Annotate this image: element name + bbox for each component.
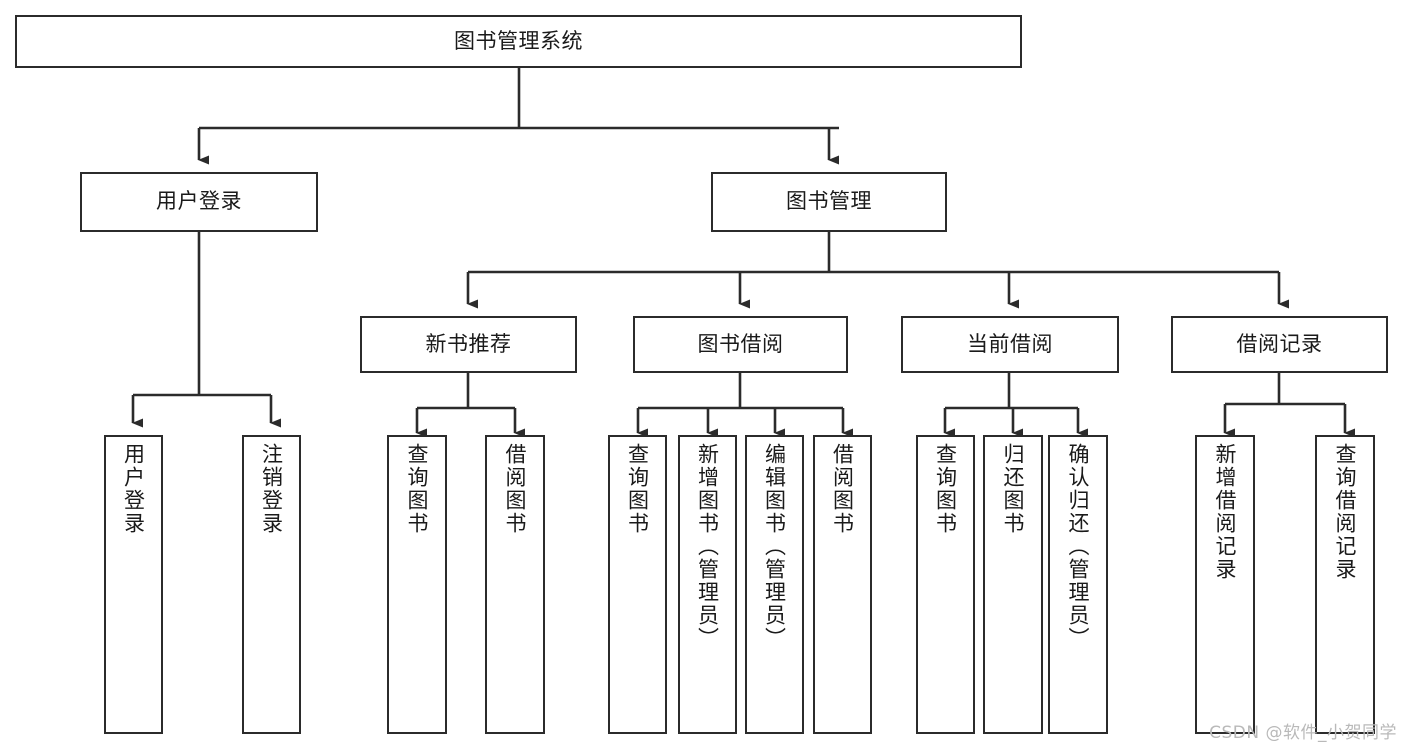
node-current-borrow[interactable]: 当前借阅: [901, 316, 1119, 373]
leaf-borrow-book-newbook[interactable]: 借阅图书: [485, 435, 545, 734]
leaf-query-book-borrow-label: 查询图书: [625, 443, 650, 535]
leaf-user-login[interactable]: 用户登录: [104, 435, 163, 734]
leaf-confirm-return-admin[interactable]: 确认归还（管理员）: [1048, 435, 1108, 734]
leaf-add-borrow-record-label: 新增借阅记录: [1213, 443, 1238, 581]
leaf-query-book-newbook-label: 查询图书: [405, 443, 430, 535]
leaf-confirm-return-admin-label: 确认归还（管理员）: [1066, 443, 1091, 650]
node-borrow-records-label: 借阅记录: [1236, 331, 1323, 356]
node-book-management[interactable]: 图书管理: [711, 172, 947, 232]
leaf-query-book-current-label: 查询图书: [933, 443, 958, 535]
node-user-login[interactable]: 用户登录: [80, 172, 318, 232]
leaf-logout-label: 注销登录: [259, 443, 284, 535]
node-book-borrow-label: 图书借阅: [697, 331, 784, 356]
node-new-book-recommend-label: 新书推荐: [425, 331, 512, 356]
node-book-borrow[interactable]: 图书借阅: [633, 316, 848, 373]
node-current-borrow-label: 当前借阅: [967, 331, 1053, 356]
node-root[interactable]: 图书管理系统: [15, 15, 1022, 68]
node-borrow-records[interactable]: 借阅记录: [1171, 316, 1388, 373]
leaf-query-borrow-record-label: 查询借阅记录: [1333, 443, 1358, 581]
leaf-return-book-label: 归还图书: [1001, 443, 1026, 535]
leaf-borrow-book-borrow[interactable]: 借阅图书: [813, 435, 872, 734]
leaf-return-book[interactable]: 归还图书: [983, 435, 1043, 734]
leaf-add-book-admin-label: 新增图书（管理员）: [695, 443, 720, 650]
node-root-label: 图书管理系统: [454, 28, 583, 53]
leaf-borrow-book-borrow-label: 借阅图书: [830, 443, 855, 535]
leaf-logout[interactable]: 注销登录: [242, 435, 301, 734]
leaf-query-book-current[interactable]: 查询图书: [916, 435, 975, 734]
csdn-watermark: CSDN @软件_小贺同学: [1209, 723, 1397, 743]
leaf-add-borrow-record[interactable]: 新增借阅记录: [1195, 435, 1255, 734]
leaf-query-book-borrow[interactable]: 查询图书: [608, 435, 667, 734]
node-user-login-label: 用户登录: [156, 189, 242, 214]
leaf-borrow-book-newbook-label: 借阅图书: [503, 443, 528, 535]
node-book-management-label: 图书管理: [786, 189, 872, 214]
leaf-user-login-label: 用户登录: [121, 443, 146, 535]
leaf-add-book-admin[interactable]: 新增图书（管理员）: [678, 435, 737, 734]
leaf-edit-book-admin-label: 编辑图书（管理员）: [762, 443, 787, 650]
leaf-edit-book-admin[interactable]: 编辑图书（管理员）: [745, 435, 804, 734]
leaf-query-book-newbook[interactable]: 查询图书: [387, 435, 447, 734]
node-new-book-recommend[interactable]: 新书推荐: [360, 316, 577, 373]
leaf-query-borrow-record[interactable]: 查询借阅记录: [1315, 435, 1375, 734]
